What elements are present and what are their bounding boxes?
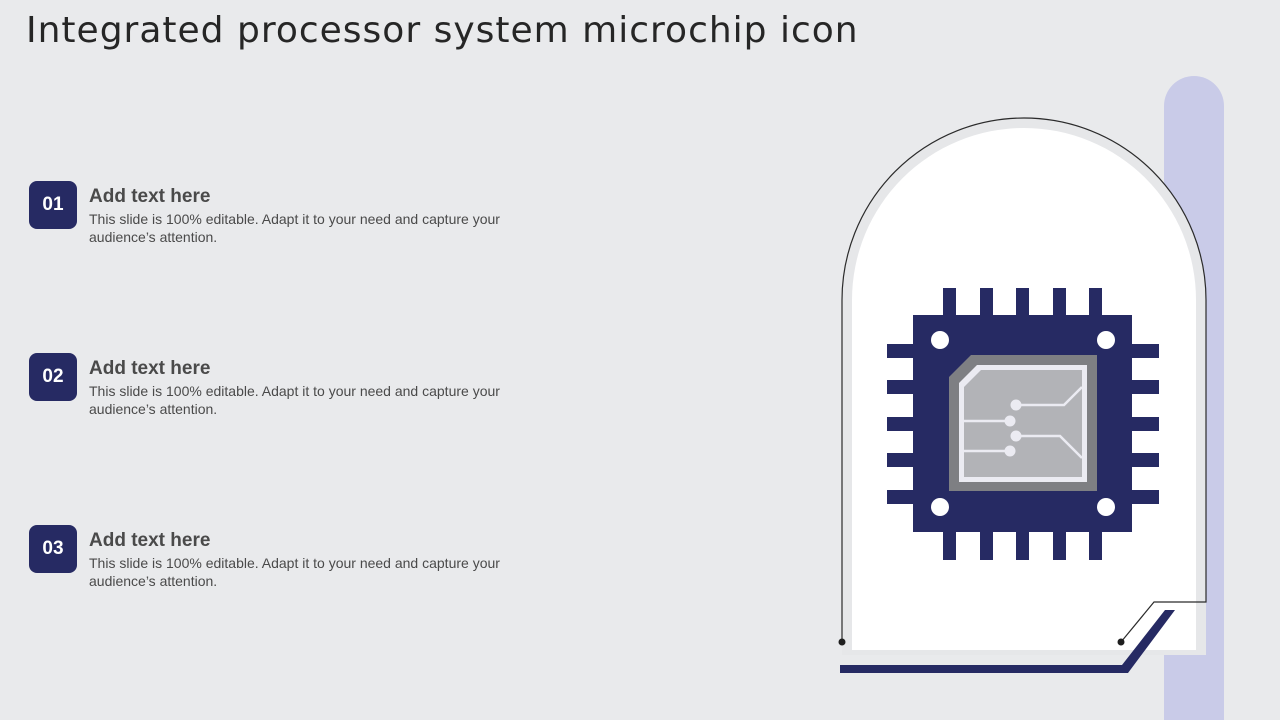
list-item: 03 Add text here This slide is 100% edit… bbox=[29, 525, 549, 595]
list-item: 02 Add text here This slide is 100% edit… bbox=[29, 353, 549, 423]
outline-trace bbox=[841, 117, 1207, 643]
item-description: This slide is 100% editable. Adapt it to… bbox=[89, 211, 500, 245]
list-item: 01 Add text here This slide is 100% edit… bbox=[29, 181, 549, 251]
item-heading: Add text here bbox=[89, 358, 211, 379]
item-heading: Add text here bbox=[89, 186, 211, 207]
number-badge: 03 bbox=[29, 525, 77, 573]
number-badge: 02 bbox=[29, 353, 77, 401]
item-heading: Add text here bbox=[89, 530, 211, 551]
slide-title: Integrated processor system microchip ic… bbox=[26, 10, 859, 51]
base-line bbox=[840, 610, 1175, 673]
item-description: This slide is 100% editable. Adapt it to… bbox=[89, 555, 500, 589]
microchip-icon bbox=[887, 288, 1159, 560]
trace-dot bbox=[838, 638, 846, 646]
item-description: This slide is 100% editable. Adapt it to… bbox=[89, 383, 500, 417]
trace-dot bbox=[1117, 638, 1125, 646]
number-badge: 01 bbox=[29, 181, 77, 229]
